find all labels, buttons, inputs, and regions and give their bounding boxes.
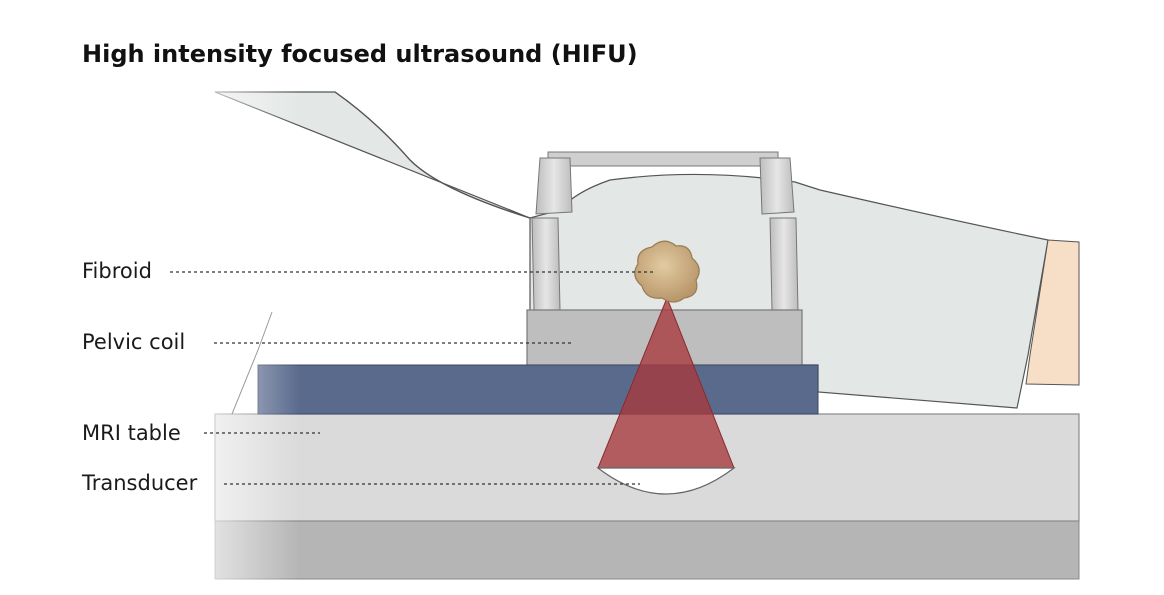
label-transducer: Transducer (81, 471, 198, 495)
coil-post-right-lower (769, 217, 799, 311)
coil-post-left-lower (531, 217, 561, 311)
patient-back-line (334, 91, 531, 219)
patient-skin (1025, 239, 1080, 386)
fibroid-shape (634, 240, 700, 303)
coil-top-bar (547, 151, 779, 167)
label-mri-table: MRI table (82, 421, 181, 445)
transducer-shape (596, 467, 736, 495)
table-base (214, 520, 1080, 580)
label-fibroid: Fibroid (82, 259, 152, 283)
left-fade (0, 88, 300, 583)
stand-line (231, 311, 273, 415)
diagram-title: High intensity focused ultrasound (HIFU) (82, 40, 638, 68)
coil-post-left-upper (535, 157, 573, 215)
gel-pad (257, 364, 819, 415)
coil-post-right-upper (759, 157, 795, 215)
label-pelvic-coil: Pelvic coil (82, 330, 185, 354)
